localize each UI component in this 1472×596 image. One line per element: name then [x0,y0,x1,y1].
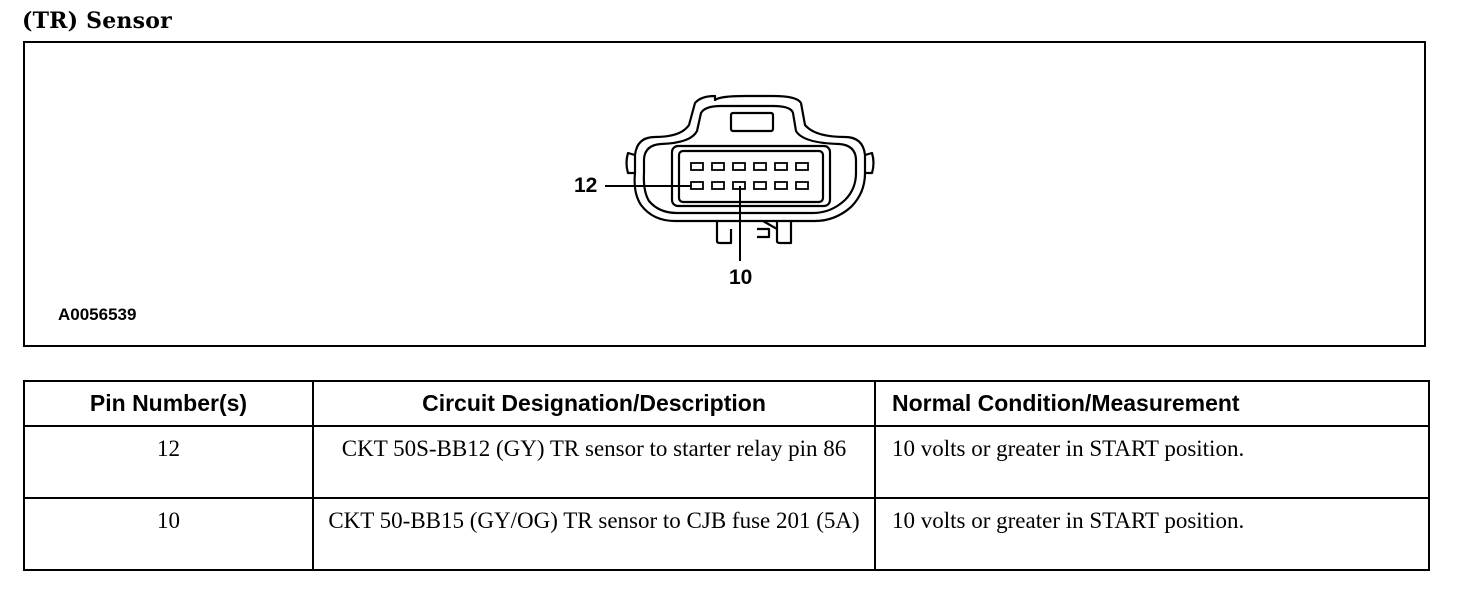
connector-figure: 12 10 A0056539 [23,41,1426,347]
table-header-row: Pin Number(s) Circuit Designation/Descri… [23,380,1430,427]
latch-left [625,151,636,175]
page-title: (TR) Sensor [22,8,172,34]
connector-housing-inner [642,104,858,215]
bottom-tab-right [775,221,793,245]
connector-key [729,111,775,133]
pin-table: Pin Number(s) Circuit Designation/Descri… [23,380,1430,571]
connector-face-drawing [605,94,875,261]
table-row: 12 CKT 50S-BB12 (GY) TR sensor to starte… [23,425,1430,499]
cell-circuit: CKT 50S-BB12 (GY) TR sensor to starter r… [312,425,876,499]
callout-10: 10 [729,266,753,289]
bottom-tab-left [715,221,733,245]
pin-cavity-frame [670,144,832,208]
callout-12: 12 [574,174,598,197]
latch-right [864,151,875,175]
figure-id: A0056539 [58,305,137,324]
header-pin-number: Pin Number(s) [23,380,314,427]
table-row: 10 CKT 50-BB15 (GY/OG) TR sensor to CJB … [23,497,1430,571]
cell-pin: 12 [23,425,314,499]
connector-housing-outer [633,94,867,223]
pin-cavities [690,162,809,190]
cell-circuit: CKT 50-BB15 (GY/OG) TR sensor to CJB fus… [312,497,876,571]
header-normal-condition: Normal Condition/Measurement [874,380,1430,427]
header-circuit-description: Circuit Designation/Description [312,380,876,427]
cell-condition: 10 volts or greater in START position. [874,425,1430,499]
cell-pin: 10 [23,497,314,571]
cell-condition: 10 volts or greater in START position. [874,497,1430,571]
